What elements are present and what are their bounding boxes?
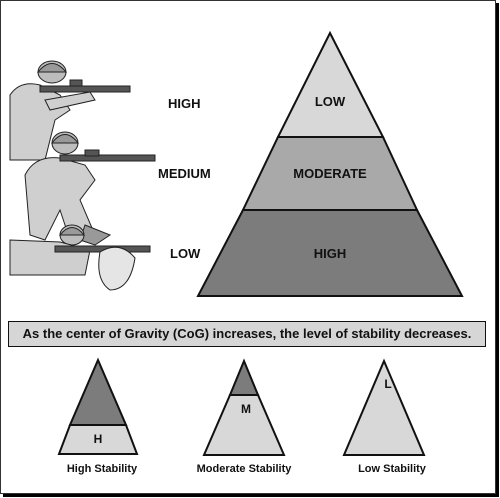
pyramid-top-section [276,30,385,138]
triangle-moderate-letter: M [241,402,251,416]
label-kneeling: MEDIUM [158,166,211,181]
label-standing: HIGH [168,96,201,111]
caption-moderate-stability: Moderate Stability [196,463,292,475]
small-triangles: H M L [57,357,426,456]
caption-high-stability: High Stability [66,463,138,475]
label-prone: LOW [170,246,201,261]
stability-pyramid: LOW MODERATE HIGH [196,30,464,297]
prone-soldier [9,224,151,291]
pyramid-bottom-section [196,209,464,297]
stability-banner: As the center of Gravity (CoG) increases… [8,321,486,347]
soldier-illustrations [9,60,156,291]
triangle-high-letter: H [94,432,103,446]
kneeling-soldier [24,131,156,246]
pyramid-bottom-label: HIGH [314,246,347,261]
pyramid-middle-label: MODERATE [293,166,367,181]
triangle-low-letter: L [384,377,391,391]
triangle-high-stability: H [57,357,139,455]
pyramid-top-label: LOW [315,94,346,109]
standing-soldier [9,60,131,161]
triangle-low-stability: L [342,358,426,456]
triangle-moderate-stability: M [202,358,286,456]
caption-low-stability: Low Stability [358,463,426,475]
